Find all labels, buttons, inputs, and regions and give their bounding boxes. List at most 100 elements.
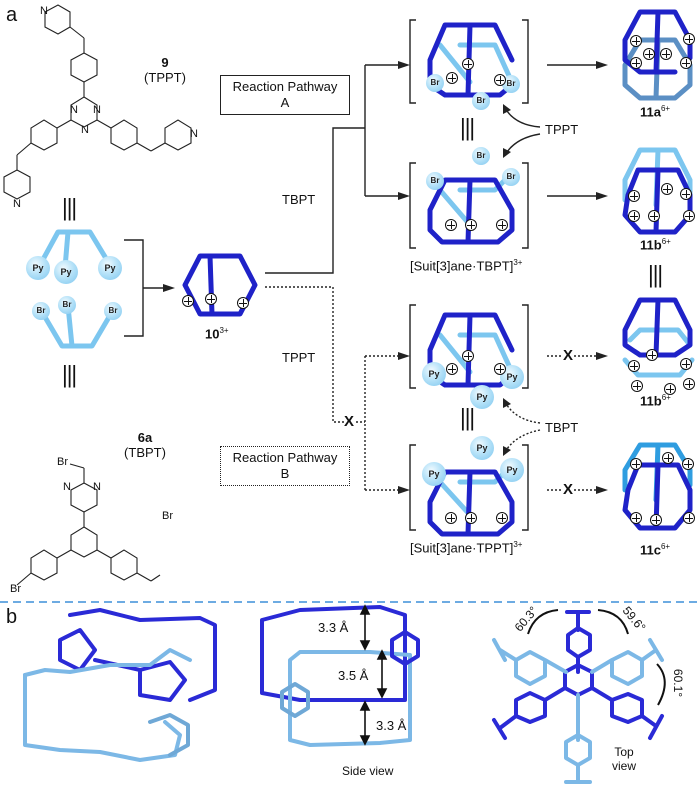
cation-icon bbox=[465, 512, 477, 524]
cation-icon bbox=[182, 295, 194, 307]
cation-icon bbox=[680, 57, 692, 69]
atom-label-br: Br bbox=[57, 456, 68, 468]
cation-icon bbox=[205, 293, 217, 305]
cation-icon bbox=[446, 72, 458, 84]
side-view-caption: Side view bbox=[342, 764, 394, 778]
intermediate-tppt-caption: [Suit[3]ane·TPPT]3+ bbox=[410, 540, 523, 556]
py-bubble: Py bbox=[470, 385, 494, 409]
component-cartoons bbox=[37, 229, 115, 349]
cation-icon bbox=[630, 35, 642, 47]
cation-icon bbox=[494, 74, 506, 86]
cation-icon bbox=[496, 512, 508, 524]
cation-icon bbox=[237, 297, 249, 309]
cage-10-label: 103+ bbox=[205, 326, 229, 342]
cation-icon bbox=[660, 48, 672, 60]
panel-b-label: b bbox=[6, 606, 18, 628]
blocked-x-mark: X bbox=[563, 481, 574, 498]
reaction-pathway-b-box: Reaction Pathway B bbox=[220, 446, 350, 486]
compound-9-label: 9 (TPPT) bbox=[144, 55, 186, 85]
product-11a bbox=[622, 9, 693, 101]
cation-icon bbox=[628, 360, 640, 372]
cation-icon bbox=[680, 358, 692, 370]
cation-icon bbox=[662, 452, 674, 464]
cation-icon bbox=[683, 33, 695, 45]
py-bubble: Py bbox=[500, 458, 524, 482]
reagent-tppt-label: TPPT bbox=[545, 122, 579, 137]
py-bubble: Py bbox=[98, 256, 122, 280]
br-bubble: Br bbox=[502, 75, 520, 93]
top-view-caption: Top view bbox=[612, 745, 637, 773]
blocked-x-mark: X bbox=[563, 347, 574, 364]
atom-label-n: N bbox=[40, 5, 48, 17]
cation-icon bbox=[445, 512, 457, 524]
atom-label-n: N bbox=[81, 124, 89, 136]
cation-icon bbox=[648, 210, 660, 222]
br-bubble: Br bbox=[502, 168, 520, 186]
cation-icon bbox=[661, 183, 673, 195]
reaction-pathway-a-box: Reaction Pathway A bbox=[220, 75, 350, 115]
equivalence-mark: ||| bbox=[460, 113, 475, 142]
atom-label-n: N bbox=[70, 104, 78, 116]
crystal-top-view bbox=[492, 610, 664, 784]
br-bubble: Br bbox=[32, 302, 50, 320]
cation-icon bbox=[682, 458, 694, 470]
atom-label-n: N bbox=[93, 104, 101, 116]
cation-icon bbox=[445, 219, 457, 231]
cation-icon bbox=[664, 383, 676, 395]
distance-label: 3.3 Å bbox=[318, 620, 349, 635]
py-bubble: Py bbox=[26, 256, 50, 280]
py-bubble: Py bbox=[470, 436, 494, 460]
crystal-structures bbox=[23, 605, 664, 784]
atom-label-br: Br bbox=[10, 583, 21, 595]
br-bubble: Br bbox=[104, 302, 122, 320]
atom-label-n: N bbox=[13, 198, 21, 210]
arrowheads bbox=[163, 61, 608, 494]
br-bubble: Br bbox=[472, 92, 490, 110]
cation-icon bbox=[643, 48, 655, 60]
cation-icon bbox=[683, 210, 695, 222]
br-bubble: Br bbox=[426, 172, 444, 190]
equivalence-mark: ||| bbox=[62, 193, 77, 222]
panel-a-label: a bbox=[6, 4, 18, 26]
atom-label-n: N bbox=[190, 128, 198, 140]
py-bubble: Py bbox=[422, 462, 446, 486]
distance-label: 3.3 Å bbox=[376, 718, 407, 733]
product-label: 11c6+ bbox=[640, 542, 671, 558]
equivalence-mark: ||| bbox=[62, 360, 77, 389]
cation-icon bbox=[683, 378, 695, 390]
cation-icon bbox=[496, 219, 508, 231]
compound-6a-label: 6a (TBPT) bbox=[124, 430, 166, 460]
cation-icon bbox=[680, 188, 692, 200]
cation-icon bbox=[683, 512, 695, 524]
angle-arcs bbox=[527, 609, 666, 706]
br-bubble: Br bbox=[426, 74, 444, 92]
cation-icon bbox=[630, 57, 642, 69]
atom-label-br: Br bbox=[162, 510, 173, 522]
atom-label-n: N bbox=[63, 481, 71, 493]
blocked-x-mark: X bbox=[344, 413, 355, 430]
py-bubble: Py bbox=[54, 260, 78, 284]
cation-icon bbox=[465, 219, 477, 231]
py-bubble: Py bbox=[500, 365, 524, 389]
reagent-tppt-label: TPPT bbox=[282, 350, 316, 365]
intermediate-cartoons bbox=[427, 22, 515, 537]
br-bubble: Br bbox=[472, 147, 490, 165]
tbpt-structure bbox=[16, 463, 161, 586]
distance-label: 3.5 Å bbox=[338, 668, 369, 683]
tppt-structure bbox=[3, 4, 192, 200]
atom-label-n: N bbox=[93, 481, 101, 493]
equivalence-mark: ||| bbox=[648, 260, 663, 289]
product-label: 11a6+ bbox=[640, 104, 671, 120]
cation-icon bbox=[462, 58, 474, 70]
reaction-arrows bbox=[124, 19, 598, 531]
reagent-tbpt-label: TBPT bbox=[282, 192, 316, 207]
cation-icon bbox=[446, 363, 458, 375]
reagent-tbpt-label: TBPT bbox=[545, 420, 579, 435]
angle-label: 60.1° bbox=[671, 668, 686, 698]
cation-icon bbox=[462, 350, 474, 362]
equivalence-mark: ||| bbox=[460, 403, 475, 432]
py-bubble: Py bbox=[422, 362, 446, 386]
product-label: 11b6+ bbox=[640, 393, 671, 409]
product-label: 11b6+ bbox=[640, 237, 671, 253]
